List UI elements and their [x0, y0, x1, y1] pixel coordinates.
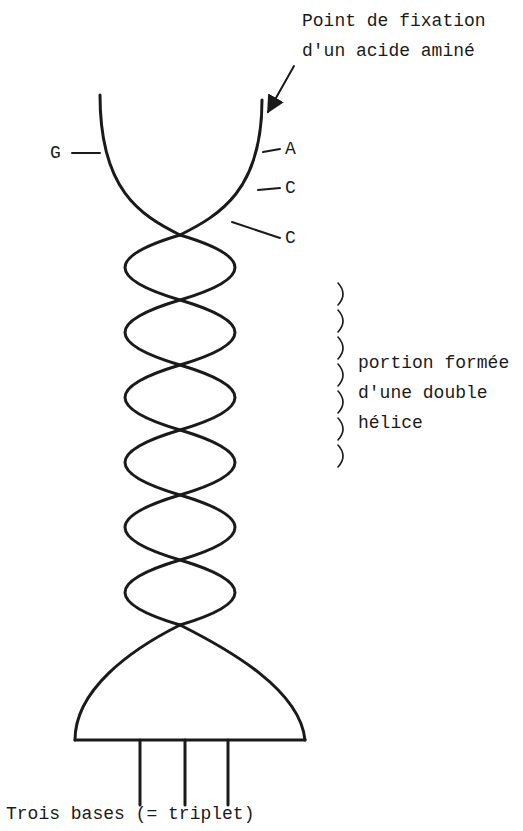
right-arm	[180, 100, 262, 235]
base-letter: A	[285, 134, 296, 164]
base-stick	[139, 740, 142, 805]
anticodon-loop	[75, 625, 180, 740]
base-tick	[72, 152, 100, 154]
base-letter: C	[285, 223, 296, 253]
left-arm	[100, 95, 180, 235]
base-tick	[232, 222, 280, 238]
base-letter: G	[50, 138, 61, 168]
helix-strand	[125, 235, 235, 625]
bracket-marks	[338, 283, 343, 467]
caption-text: Trois bases (= triplet)	[6, 799, 406, 829]
pointer-arrow	[268, 66, 294, 112]
base-tick	[258, 188, 280, 190]
helix-strand	[125, 235, 235, 625]
base-stick	[184, 740, 187, 805]
anticodon-loop	[180, 625, 305, 740]
base-tick	[263, 149, 280, 152]
base-letter: C	[285, 173, 296, 203]
annotation-text: portion formée d'une double hélice	[358, 348, 516, 438]
loop-base	[75, 739, 305, 742]
base-stick	[227, 740, 230, 805]
annotation-text: Point de fixation d'un acide aminé	[302, 6, 507, 66]
